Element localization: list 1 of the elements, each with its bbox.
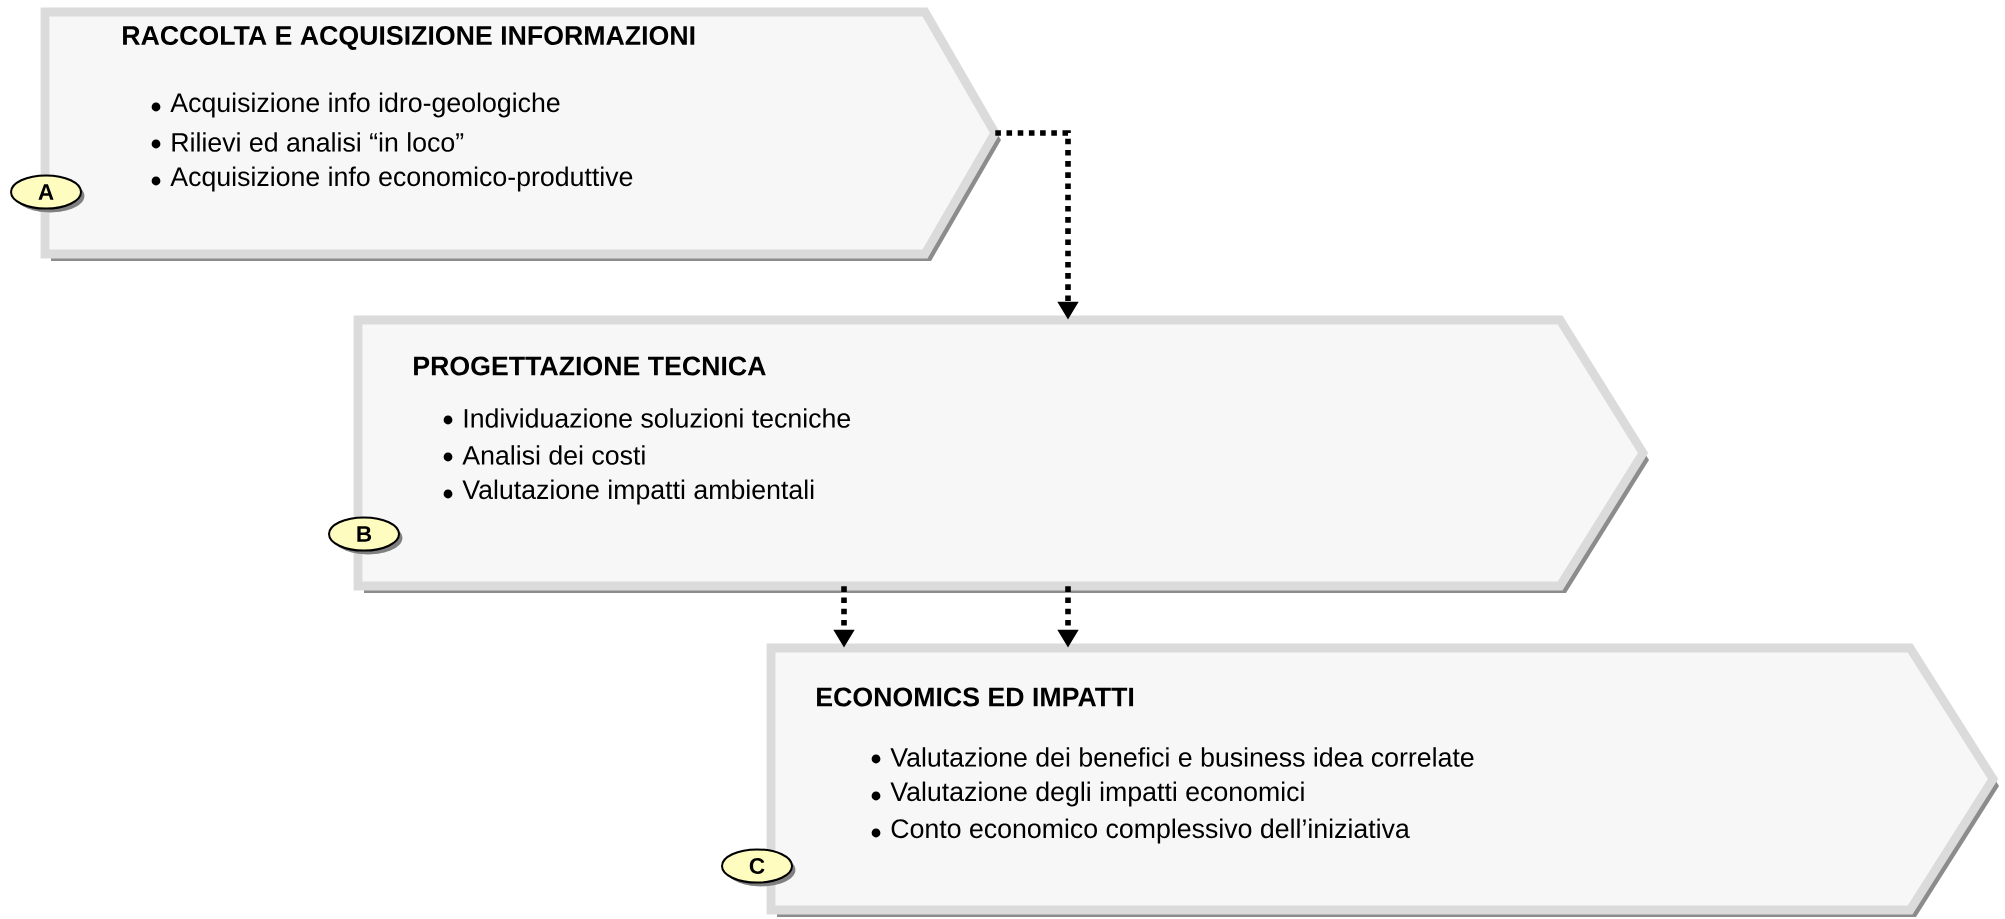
letter-badge: C [721,848,796,887]
